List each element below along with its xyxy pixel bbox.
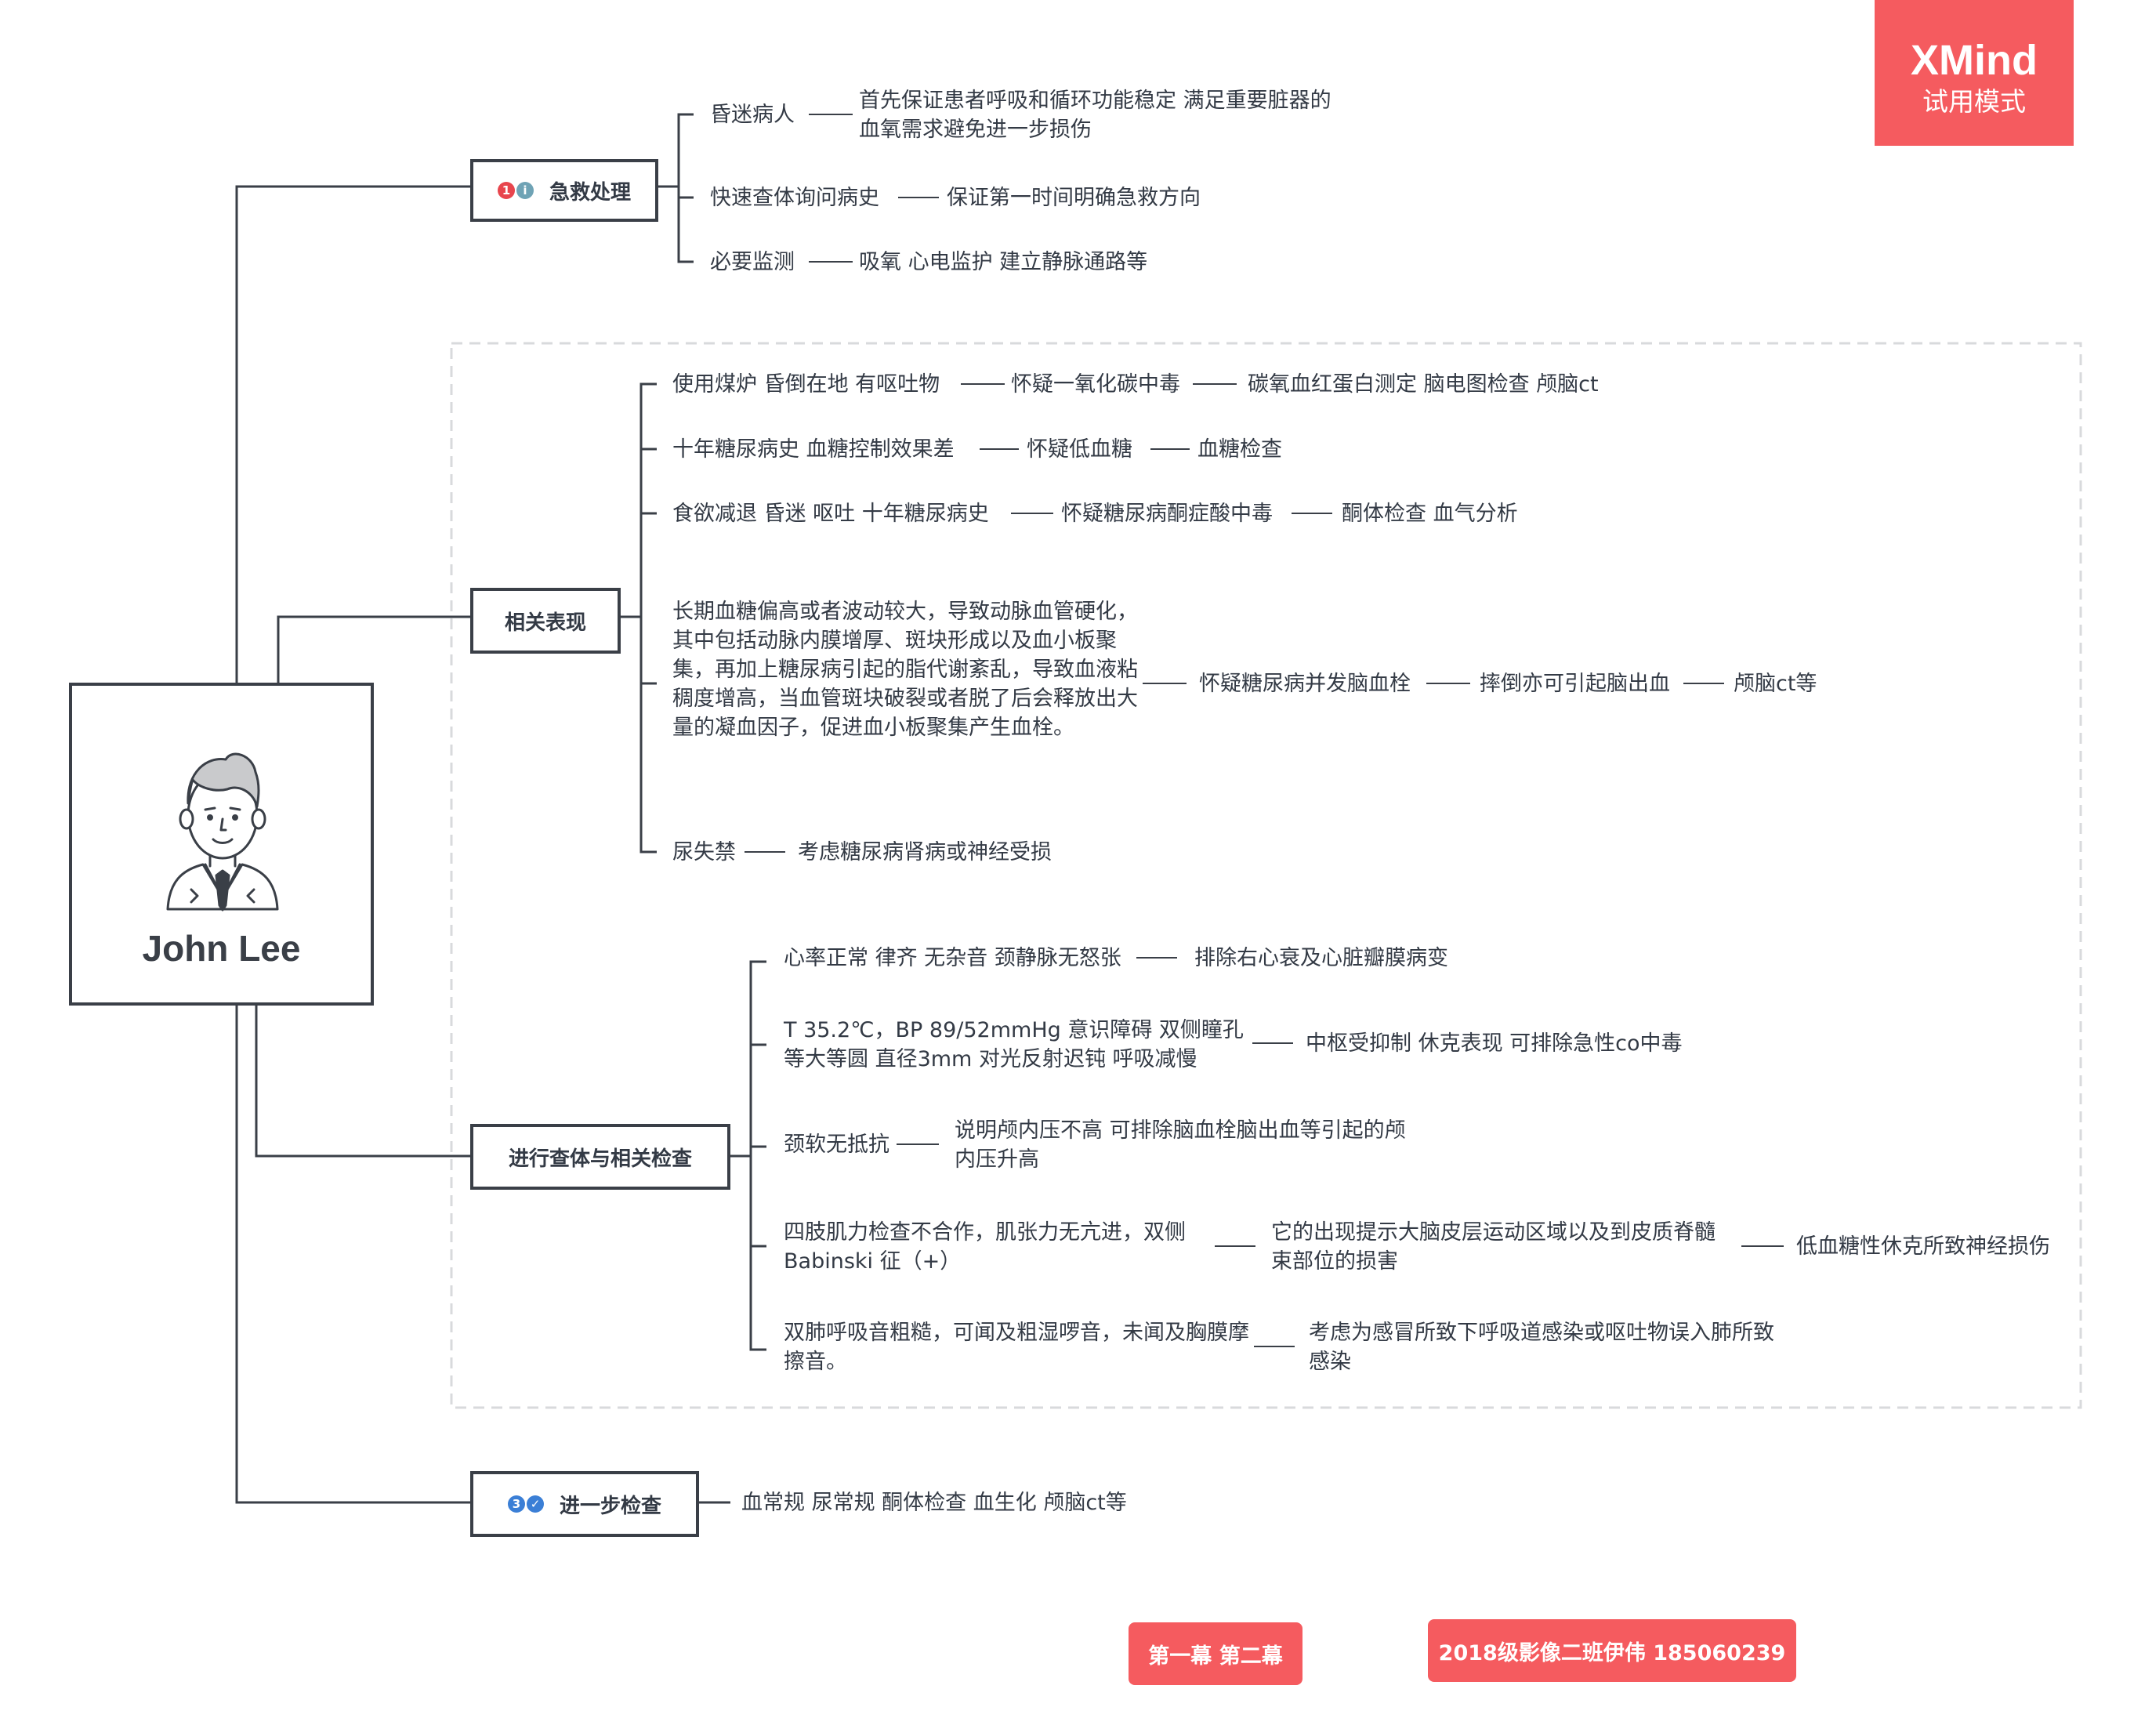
topic-manifestations[interactable]: 相关表现 — [470, 588, 621, 654]
exam-5-result[interactable]: 考虑为感冒所致下呼吸道感染或呕吐物误入肺所致感染 — [1309, 1321, 1774, 1374]
first-aid-item-1[interactable]: 昏迷病人 — [710, 103, 795, 127]
task-done-icon: ✓ — [526, 1495, 544, 1513]
topic-further-tests[interactable]: 3 ✓ 进一步检查 — [470, 1471, 699, 1537]
manifestation-4[interactable]: 长期血糖偏高或者波动较大，导致动脉血管硬化，其中包括动脉内膜增厚、斑块形成以及血… — [672, 600, 1138, 740]
manifestation-4-note[interactable]: 摔倒亦可引起脑出血 — [1480, 672, 1670, 696]
xmind-watermark: XMind 试用模式 — [1875, 0, 2074, 146]
first-aid-item-1-detail[interactable]: 首先保证患者呼吸和循环功能稳定 满足重要脏器的血氧需求避免进一步损伤 — [859, 89, 1331, 142]
first-aid-item-3[interactable]: 必要监测 — [710, 250, 795, 274]
trial-mode-label: 试用模式 — [1922, 86, 2026, 117]
first-aid-item-2-detail[interactable]: 保证第一时间明确急救方向 — [947, 186, 1201, 210]
topic-examination-label: 进行查体与相关检查 — [508, 1147, 692, 1171]
manifestation-1[interactable]: 使用煤炉 昏倒在地 有呕吐物 — [672, 372, 940, 397]
manifestation-3[interactable]: 食欲减退 昏迷 呕吐 十年糖尿病史 — [672, 502, 989, 526]
author-label[interactable]: 2018级影像二班伊伟 185060239 — [1428, 1619, 1796, 1682]
exam-4-result[interactable]: 它的出现提示大脑皮层运动区域以及到皮质脊髓束部位的损害 — [1271, 1220, 1716, 1274]
manifestation-1-test[interactable]: 碳氧血红蛋白测定 脑电图检查 颅脑ct — [1248, 372, 1599, 397]
topic-first-aid-label: 急救处理 — [549, 180, 631, 205]
priority-3-icon: 3 — [507, 1495, 525, 1513]
manifestation-5[interactable]: 尿失禁 — [672, 840, 736, 864]
manifestation-2-test[interactable]: 血糖检查 — [1197, 437, 1282, 462]
manifestation-1-suspect[interactable]: 怀疑一氧化碳中毒 — [1011, 372, 1180, 397]
exam-5[interactable]: 双肺呼吸音粗糙，可闻及粗湿啰音，未闻及胸膜摩擦音。 — [784, 1321, 1249, 1374]
exam-4[interactable]: 四肢肌力检查不合作，肌张力无亢进，双侧Babinski 征（+） — [784, 1220, 1186, 1274]
topic-further-tests-label: 进一步检查 — [559, 1494, 661, 1518]
exam-1-result[interactable]: 排除右心衰及心脏瓣膜病变 — [1194, 946, 1448, 970]
central-topic-name: John Lee — [142, 928, 301, 969]
manifestation-4-suspect[interactable]: 怀疑糖尿病并发脑血栓 — [1199, 672, 1411, 696]
scenes-label[interactable]: 第一幕 第二幕 — [1129, 1622, 1303, 1685]
boundary-frame — [450, 342, 2082, 1409]
first-aid-item-3-detail[interactable]: 吸氧 心电监护 建立静脉通路等 — [859, 250, 1148, 274]
exam-1[interactable]: 心率正常 律齐 无杂音 颈静脉无怒张 — [784, 946, 1121, 970]
manifestation-3-test[interactable]: 酮体检查 血气分析 — [1342, 502, 1518, 526]
manifestation-2[interactable]: 十年糖尿病史 血糖控制效果差 — [672, 437, 955, 462]
central-topic[interactable]: John Lee — [69, 683, 374, 1006]
man-avatar-icon — [166, 752, 279, 911]
exam-3-result[interactable]: 说明颅内压不高 可排除脑血栓脑出血等引起的颅内压升高 — [955, 1118, 1406, 1172]
manifestation-4-test[interactable]: 颅脑ct等 — [1734, 672, 1817, 696]
topic-first-aid[interactable]: 1 i 急救处理 — [470, 159, 658, 222]
topic-manifestations-label: 相关表现 — [504, 611, 586, 635]
topic-examination[interactable]: 进行查体与相关检查 — [470, 1124, 730, 1190]
exam-3[interactable]: 颈软无抵抗 — [784, 1133, 889, 1157]
priority-1-icon: 1 — [497, 182, 515, 199]
exam-2[interactable]: T 35.2℃，BP 89/52mmHg 意识障碍 双侧瞳孔等大等圆 直径3mm… — [784, 1018, 1244, 1071]
manifestation-5-note[interactable]: 考虑糖尿病肾病或神经受损 — [798, 840, 1052, 864]
first-aid-item-2[interactable]: 快速查体询问病史 — [710, 186, 879, 210]
manifestation-3-suspect[interactable]: 怀疑糖尿病酮症酸中毒 — [1061, 502, 1273, 526]
manifestation-2-suspect[interactable]: 怀疑低血糖 — [1027, 437, 1132, 462]
exam-4-conclusion[interactable]: 低血糖性休克所致神经损伤 — [1796, 1234, 2050, 1259]
further-tests-item[interactable]: 血常规 尿常规 酮体检查 血生化 颅脑ct等 — [741, 1491, 1127, 1515]
xmind-brand: XMind — [1911, 37, 2038, 84]
exam-2-result[interactable]: 中枢受抑制 休克表现 可排除急性co中毒 — [1306, 1031, 1683, 1056]
info-icon: i — [516, 182, 534, 199]
